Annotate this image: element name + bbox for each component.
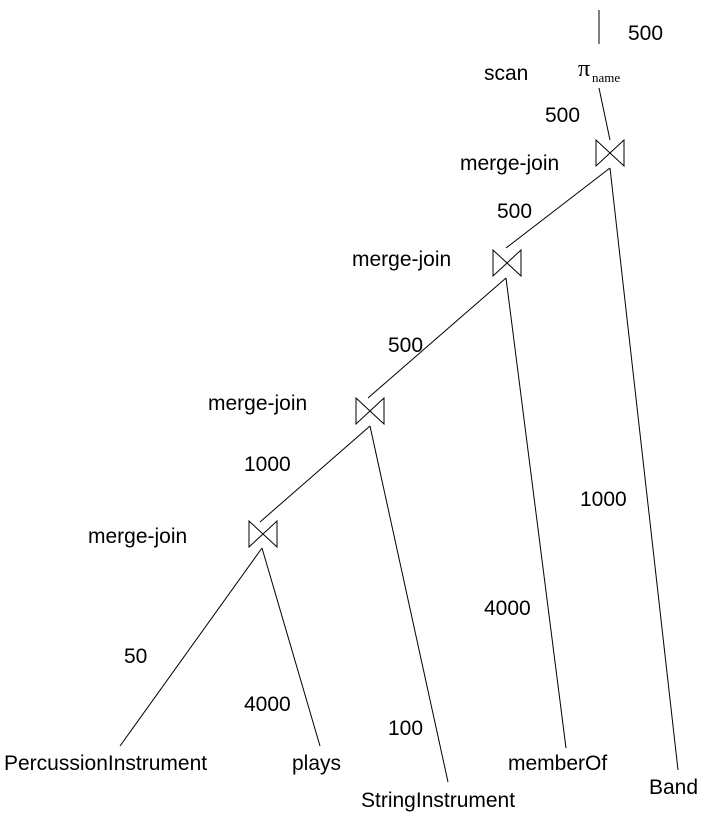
edge-j4-plays [261, 547, 321, 747]
relation-card-band: 1000 [580, 488, 627, 511]
join-label-j3: merge-join [208, 392, 307, 415]
join-card-j3: 500 [388, 334, 423, 357]
relation-band: Band [649, 776, 698, 799]
join-card-j2: 500 [497, 200, 532, 223]
projection-subscript: name [592, 70, 620, 85]
scan-label: scan [484, 62, 528, 85]
edge-j3-j4 [259, 425, 371, 523]
join-icon-j3 [355, 396, 385, 426]
edge-j3-string [369, 425, 449, 783]
projection-output-card: 500 [628, 22, 663, 45]
edge-j1-band [609, 167, 679, 771]
relation-card-percussion: 50 [124, 645, 147, 668]
join-icon-j2 [492, 248, 522, 278]
join-label-j1: merge-join [460, 152, 559, 175]
edge-j1-j2 [505, 167, 611, 249]
edge-j2-j3 [367, 277, 507, 399]
projection-symbol: π [578, 56, 590, 82]
edge-projection-j1 [598, 87, 611, 141]
join-icon-j4 [248, 519, 278, 549]
relation-plays: plays [292, 752, 341, 775]
join-label-j2: merge-join [352, 248, 451, 271]
relation-percussion: PercussionInstrument [4, 752, 207, 775]
edge-j4-percussion [119, 547, 263, 747]
relation-card-plays: 4000 [244, 693, 291, 716]
join-icon-j1 [595, 138, 625, 168]
edge-j2-memberof [505, 277, 567, 749]
join-card-j1: 500 [545, 104, 580, 127]
relation-card-memberof: 4000 [484, 597, 531, 620]
relation-string: StringInstrument [361, 789, 515, 812]
join-label-j4: merge-join [88, 525, 187, 548]
relation-card-string: 100 [388, 717, 423, 740]
join-card-j4: 1000 [244, 453, 291, 476]
relation-memberof: memberOf [508, 752, 607, 775]
